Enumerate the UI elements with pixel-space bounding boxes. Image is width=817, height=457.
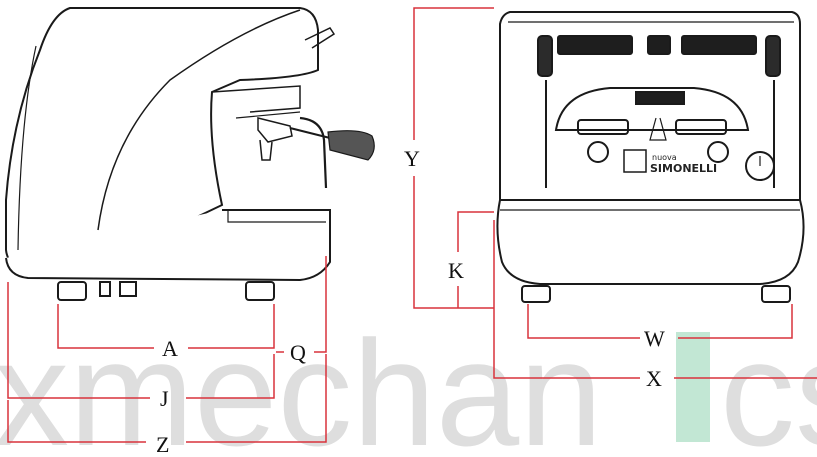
right-keypad	[681, 35, 757, 55]
dimension-line-K	[457, 211, 494, 252]
dimension-line-A-right	[188, 304, 275, 349]
pressure-gauge	[745, 151, 775, 181]
brand-plate	[635, 91, 685, 105]
dimension-line-Z	[7, 400, 146, 443]
watermark-accent	[676, 332, 710, 442]
brand-line-1: nuova	[652, 153, 677, 162]
dimension-line-Z-right	[186, 354, 327, 443]
label-X: X	[646, 366, 662, 391]
dimension-line-J-right	[186, 354, 275, 399]
dimension-lines	[7, 7, 817, 443]
dimension-line-W-right	[678, 304, 793, 339]
center-keypad	[647, 35, 671, 55]
label-K: K	[448, 258, 464, 283]
dimension-line-Q	[314, 256, 327, 353]
dimension-line-X	[493, 220, 640, 379]
label-Y: Y	[404, 146, 420, 171]
label-J: J	[160, 386, 169, 411]
watermark: xmechan cs	[0, 309, 817, 457]
watermark-tail: cs	[720, 309, 817, 457]
watermark-text: xmechan	[0, 309, 603, 457]
label-Q: Q	[290, 340, 306, 365]
dimension-line-A	[57, 304, 154, 349]
brand-line-2: SIMONELLI	[650, 162, 717, 175]
dimension-line-Y	[413, 7, 494, 140]
front-view-machine	[496, 11, 805, 303]
label-W: W	[644, 326, 665, 351]
dimension-line-W	[527, 304, 640, 339]
left-keypad	[557, 35, 633, 55]
label-Z: Z	[156, 432, 169, 457]
dimension-line-Y-bottom	[413, 176, 494, 309]
dimension-line-J	[7, 282, 150, 399]
label-A: A	[162, 336, 178, 361]
side-view-machine	[5, 7, 375, 301]
